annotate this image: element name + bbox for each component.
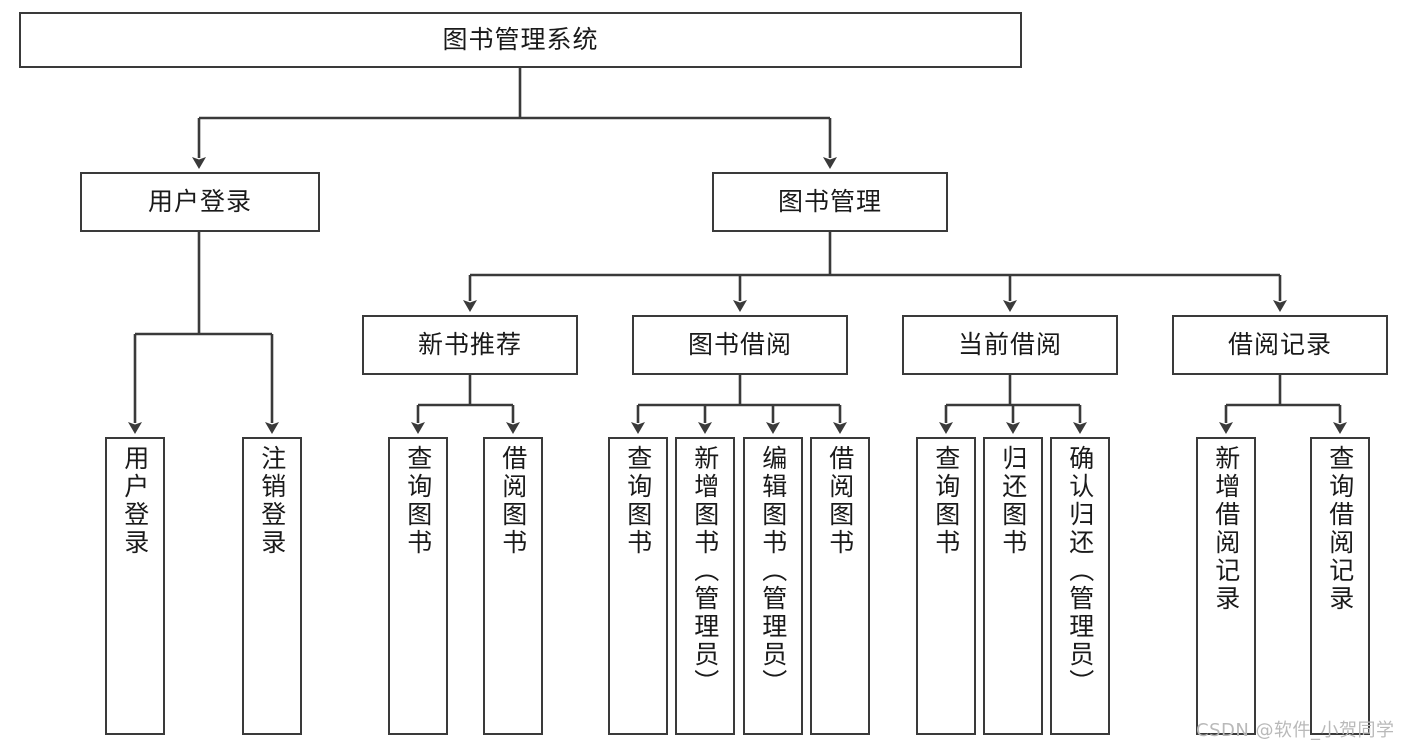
node-borrow-record-label: 借阅记录 — [1227, 330, 1332, 360]
leaf-logout-login-label: 注销登录 — [257, 445, 287, 557]
leaf-edit-book[interactable]: 编辑图书（管理员） — [743, 437, 803, 735]
node-current-borrow[interactable]: 当前借阅 — [902, 315, 1118, 375]
leaf-add-record-label: 新增借阅记录 — [1211, 445, 1241, 613]
leaf-edit-book-label: 编辑图书（管理员） — [758, 445, 788, 697]
leaf-query-record[interactable]: 查询借阅记录 — [1310, 437, 1370, 735]
node-book-borrow[interactable]: 图书借阅 — [632, 315, 848, 375]
node-user-login-label: 用户登录 — [147, 187, 252, 217]
node-book-manage-label: 图书管理 — [777, 187, 882, 217]
node-root-label: 图书管理系统 — [442, 25, 599, 55]
leaf-logout-login[interactable]: 注销登录 — [242, 437, 302, 735]
leaf-borrow-book-1[interactable]: 借阅图书 — [483, 437, 543, 735]
leaf-borrow-book-2[interactable]: 借阅图书 — [810, 437, 870, 735]
leaf-add-book[interactable]: 新增图书（管理员） — [675, 437, 735, 735]
leaf-query-book-1[interactable]: 查询图书 — [388, 437, 448, 735]
node-user-login[interactable]: 用户登录 — [80, 172, 320, 232]
leaf-confirm-return[interactable]: 确认归还（管理员） — [1050, 437, 1110, 735]
leaf-user-login[interactable]: 用户登录 — [105, 437, 165, 735]
leaf-borrow-book-1-label: 借阅图书 — [498, 445, 528, 557]
node-new-book-recommend[interactable]: 新书推荐 — [362, 315, 578, 375]
node-borrow-record[interactable]: 借阅记录 — [1172, 315, 1388, 375]
leaf-add-book-label: 新增图书（管理员） — [690, 445, 720, 697]
leaf-add-record[interactable]: 新增借阅记录 — [1196, 437, 1256, 735]
node-book-manage[interactable]: 图书管理 — [712, 172, 948, 232]
leaf-borrow-book-2-label: 借阅图书 — [825, 445, 855, 557]
leaf-query-book-2-label: 查询图书 — [623, 445, 653, 557]
leaf-query-book-3-label: 查询图书 — [931, 445, 961, 557]
leaf-query-record-label: 查询借阅记录 — [1325, 445, 1355, 613]
node-root[interactable]: 图书管理系统 — [19, 12, 1022, 68]
node-new-book-recommend-label: 新书推荐 — [417, 330, 522, 360]
node-book-borrow-label: 图书借阅 — [687, 330, 792, 360]
node-current-borrow-label: 当前借阅 — [957, 330, 1062, 360]
leaf-query-book-2[interactable]: 查询图书 — [608, 437, 668, 735]
leaf-return-book-label: 归还图书 — [998, 445, 1028, 557]
leaf-confirm-return-label: 确认归还（管理员） — [1065, 445, 1095, 697]
leaf-user-login-label: 用户登录 — [120, 445, 150, 557]
leaf-query-book-1-label: 查询图书 — [403, 445, 433, 557]
leaf-return-book[interactable]: 归还图书 — [983, 437, 1043, 735]
leaf-query-book-3[interactable]: 查询图书 — [916, 437, 976, 735]
